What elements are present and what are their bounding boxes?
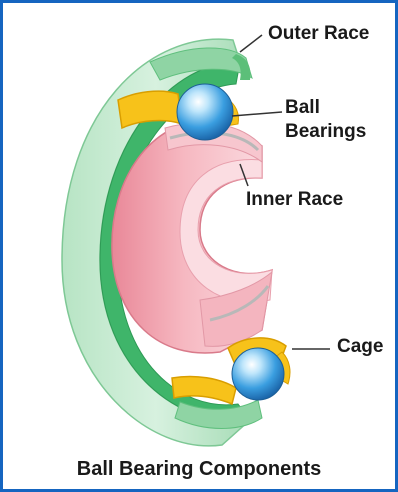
inner-race-label: Inner Race xyxy=(246,188,343,212)
ball-bearings-label: Ball Bearings xyxy=(285,96,366,144)
outer-race-label: Outer Race xyxy=(268,22,369,46)
ball-top xyxy=(177,84,233,140)
diagram-caption: Ball Bearing Components xyxy=(0,458,398,481)
ball-bearings-label-line1: Ball xyxy=(285,96,366,120)
ball-bearings-label-line2: Bearings xyxy=(285,120,366,144)
ball-bottom xyxy=(232,348,284,400)
cage-label: Cage xyxy=(337,335,383,359)
